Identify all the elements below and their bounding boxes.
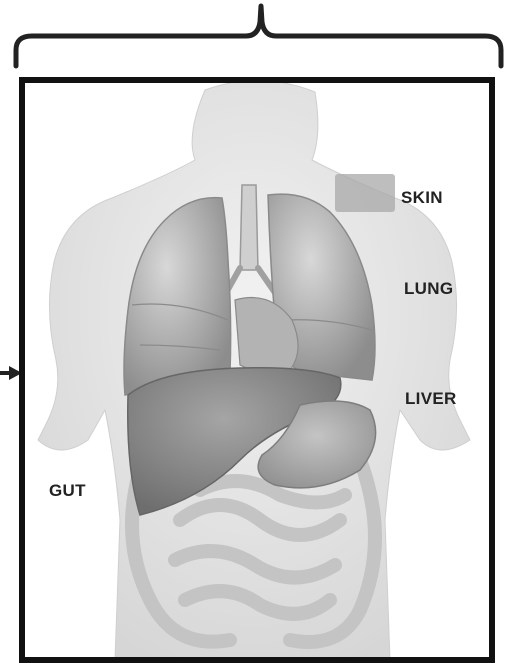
skin-patch	[335, 174, 395, 212]
torso-illustration	[38, 80, 470, 660]
trachea	[240, 185, 258, 270]
left-arrow-icon	[0, 366, 22, 380]
label-lung: LUNG	[404, 279, 453, 299]
label-skin: SKIN	[401, 188, 443, 208]
top-brace-icon	[16, 6, 501, 66]
label-liver: LIVER	[405, 389, 457, 409]
label-gut: GUT	[49, 481, 86, 501]
